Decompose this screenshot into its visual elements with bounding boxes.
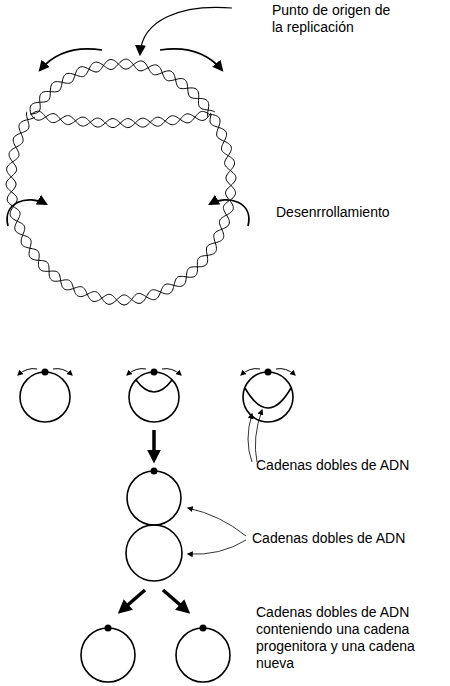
step-arrow	[122, 590, 145, 610]
callout-label: Cadenas dobles de ADN	[256, 457, 436, 474]
dna-circle	[126, 525, 182, 581]
dna-circle	[127, 471, 181, 525]
dna-strand	[7, 112, 236, 305]
origin-dot	[105, 625, 112, 632]
direction-arrow	[160, 49, 222, 70]
dna-strand	[6, 114, 236, 305]
leader-line	[248, 414, 252, 462]
origin-dot	[151, 468, 158, 475]
dna-circle	[81, 628, 135, 682]
callout-label: Cadenas dobles de ADN conteniendo una ca…	[256, 604, 424, 672]
direction-arrow	[127, 369, 146, 375]
leader-line	[255, 410, 262, 462]
unwinding-arrow	[210, 200, 249, 226]
step-arrow	[163, 590, 186, 610]
dna-strand	[31, 111, 211, 127]
direction-arrow	[241, 369, 260, 375]
dna-helix	[6, 59, 236, 305]
direction-arrow	[18, 369, 37, 375]
direction-arrow	[53, 369, 72, 375]
origin-arrow	[140, 7, 232, 54]
leader-line	[188, 508, 246, 536]
unwinding-arrow	[7, 200, 46, 226]
origin-dot	[265, 369, 272, 376]
callout-label: Cadenas dobles de ADN	[252, 530, 432, 547]
process-label: Desenrrollamiento	[276, 204, 446, 221]
step-arrow	[152, 430, 156, 458]
dna-strand	[31, 59, 209, 117]
dna-circle	[243, 372, 293, 422]
origin-dot	[200, 625, 207, 632]
origin-dot	[42, 369, 49, 376]
dna-circle	[176, 628, 230, 682]
dna-strand	[30, 59, 215, 114]
dna-circle	[129, 372, 179, 422]
origin-label: Punto de origen de la replicación	[272, 2, 398, 36]
direction-arrow	[40, 49, 102, 70]
dna-strand	[31, 111, 211, 127]
direction-arrow	[276, 369, 295, 375]
leader-line	[188, 540, 246, 554]
dna-circle	[20, 372, 70, 422]
replication-bubble	[136, 380, 172, 392]
origin-dot	[151, 369, 158, 376]
direction-arrow	[162, 369, 181, 375]
replication-bubble	[245, 388, 291, 408]
